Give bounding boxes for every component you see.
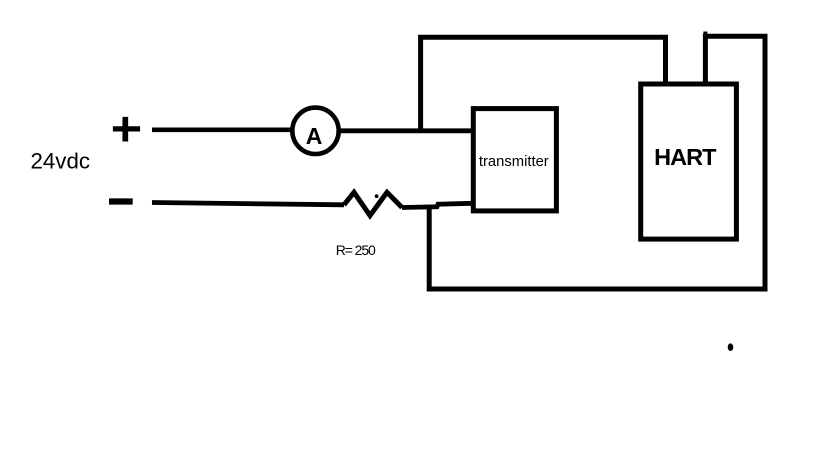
svg-text:HART: HART <box>654 144 717 170</box>
svg-text:R= 250: R= 250 <box>336 242 376 258</box>
svg-text:transmitter: transmitter <box>479 154 549 170</box>
svg-text:A: A <box>306 123 323 149</box>
svg-text:24vdc: 24vdc <box>31 149 91 174</box>
